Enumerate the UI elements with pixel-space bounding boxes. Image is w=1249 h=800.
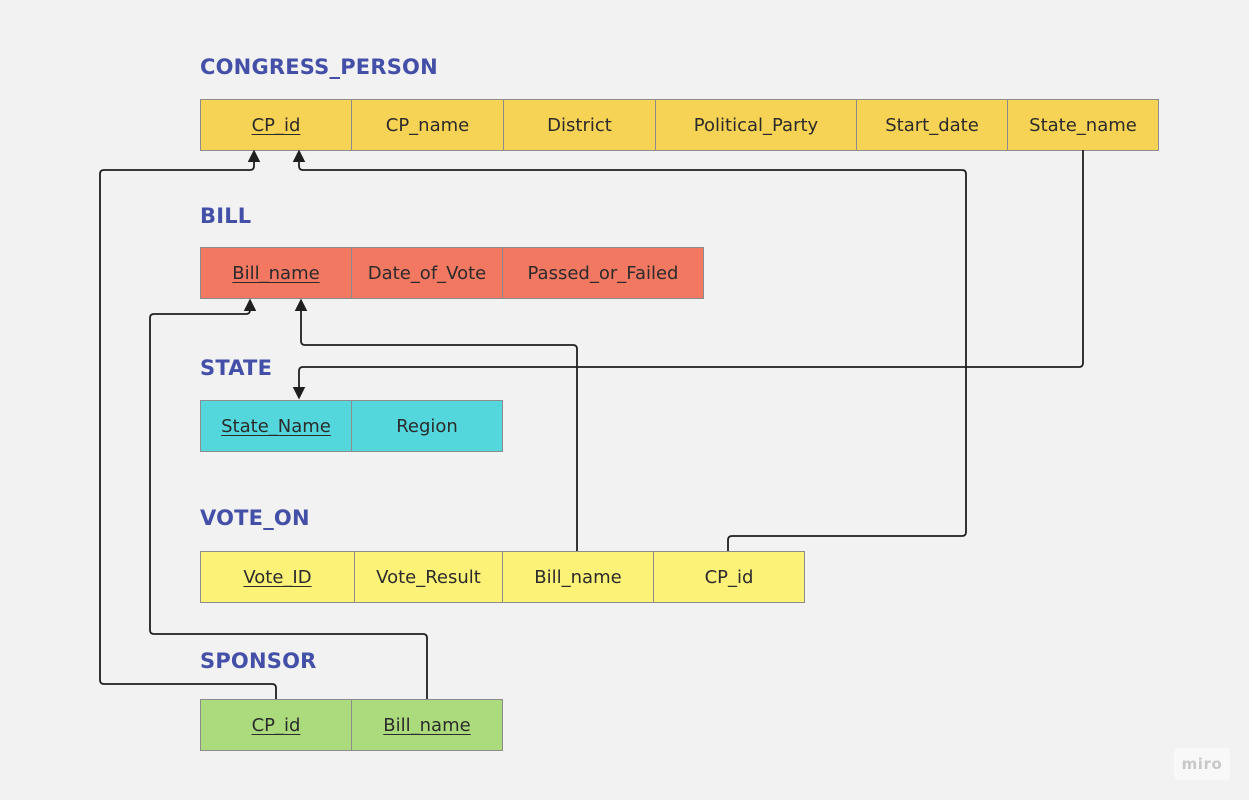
attribute-bill-name-foreign-key: Bill_name xyxy=(502,551,654,603)
attribute-vote-id-primary-key: Vote_ID xyxy=(200,551,355,603)
attribute-state-name-primary-key: State_Name xyxy=(200,400,352,452)
attribute-state-name-foreign-key: State_name xyxy=(1007,99,1159,151)
attribute-cp-id-primary-key: CP_id xyxy=(200,99,352,151)
entity-title-state: STATE xyxy=(200,356,273,380)
attribute-cp-name: CP_name xyxy=(351,99,504,151)
entity-table-sponsor: CP_id Bill_name xyxy=(200,699,503,751)
attribute-sponsor-bill-name: Bill_name xyxy=(351,699,503,751)
attribute-cp-id-foreign-key: CP_id xyxy=(653,551,805,603)
entity-title-bill: BILL xyxy=(200,204,252,228)
connector-vote-on-cpid-to-congress-person-cpid xyxy=(292,149,967,551)
entity-title-congress-person: CONGRESS_PERSON xyxy=(200,55,438,79)
entity-table-vote-on: Vote_ID Vote_Result Bill_name CP_id xyxy=(200,551,805,603)
attribute-sponsor-cp-id: CP_id xyxy=(200,699,352,751)
attribute-political-party: Political_Party xyxy=(655,99,857,151)
attribute-passed-or-failed: Passed_or_Failed xyxy=(502,247,704,299)
entity-title-vote-on: VOTE_ON xyxy=(200,506,310,530)
attribute-date-of-vote: Date_of_Vote xyxy=(351,247,503,299)
connector-sponsor-billname-to-bill-billname xyxy=(149,298,428,699)
entity-table-bill: Bill_name Date_of_Vote Passed_or_Failed xyxy=(200,247,704,299)
attribute-district: District xyxy=(503,99,656,151)
attribute-vote-result: Vote_Result xyxy=(354,551,503,603)
attribute-start-date: Start_date xyxy=(856,99,1008,151)
entity-title-sponsor: SPONSOR xyxy=(200,649,317,673)
entity-table-state: State_Name Region xyxy=(200,400,503,452)
attribute-region: Region xyxy=(351,400,503,452)
entity-table-congress-person: CP_id CP_name District Political_Party S… xyxy=(200,99,1159,151)
attribute-bill-name-primary-key: Bill_name xyxy=(200,247,352,299)
miro-watermark-logo: miro xyxy=(1174,748,1230,780)
